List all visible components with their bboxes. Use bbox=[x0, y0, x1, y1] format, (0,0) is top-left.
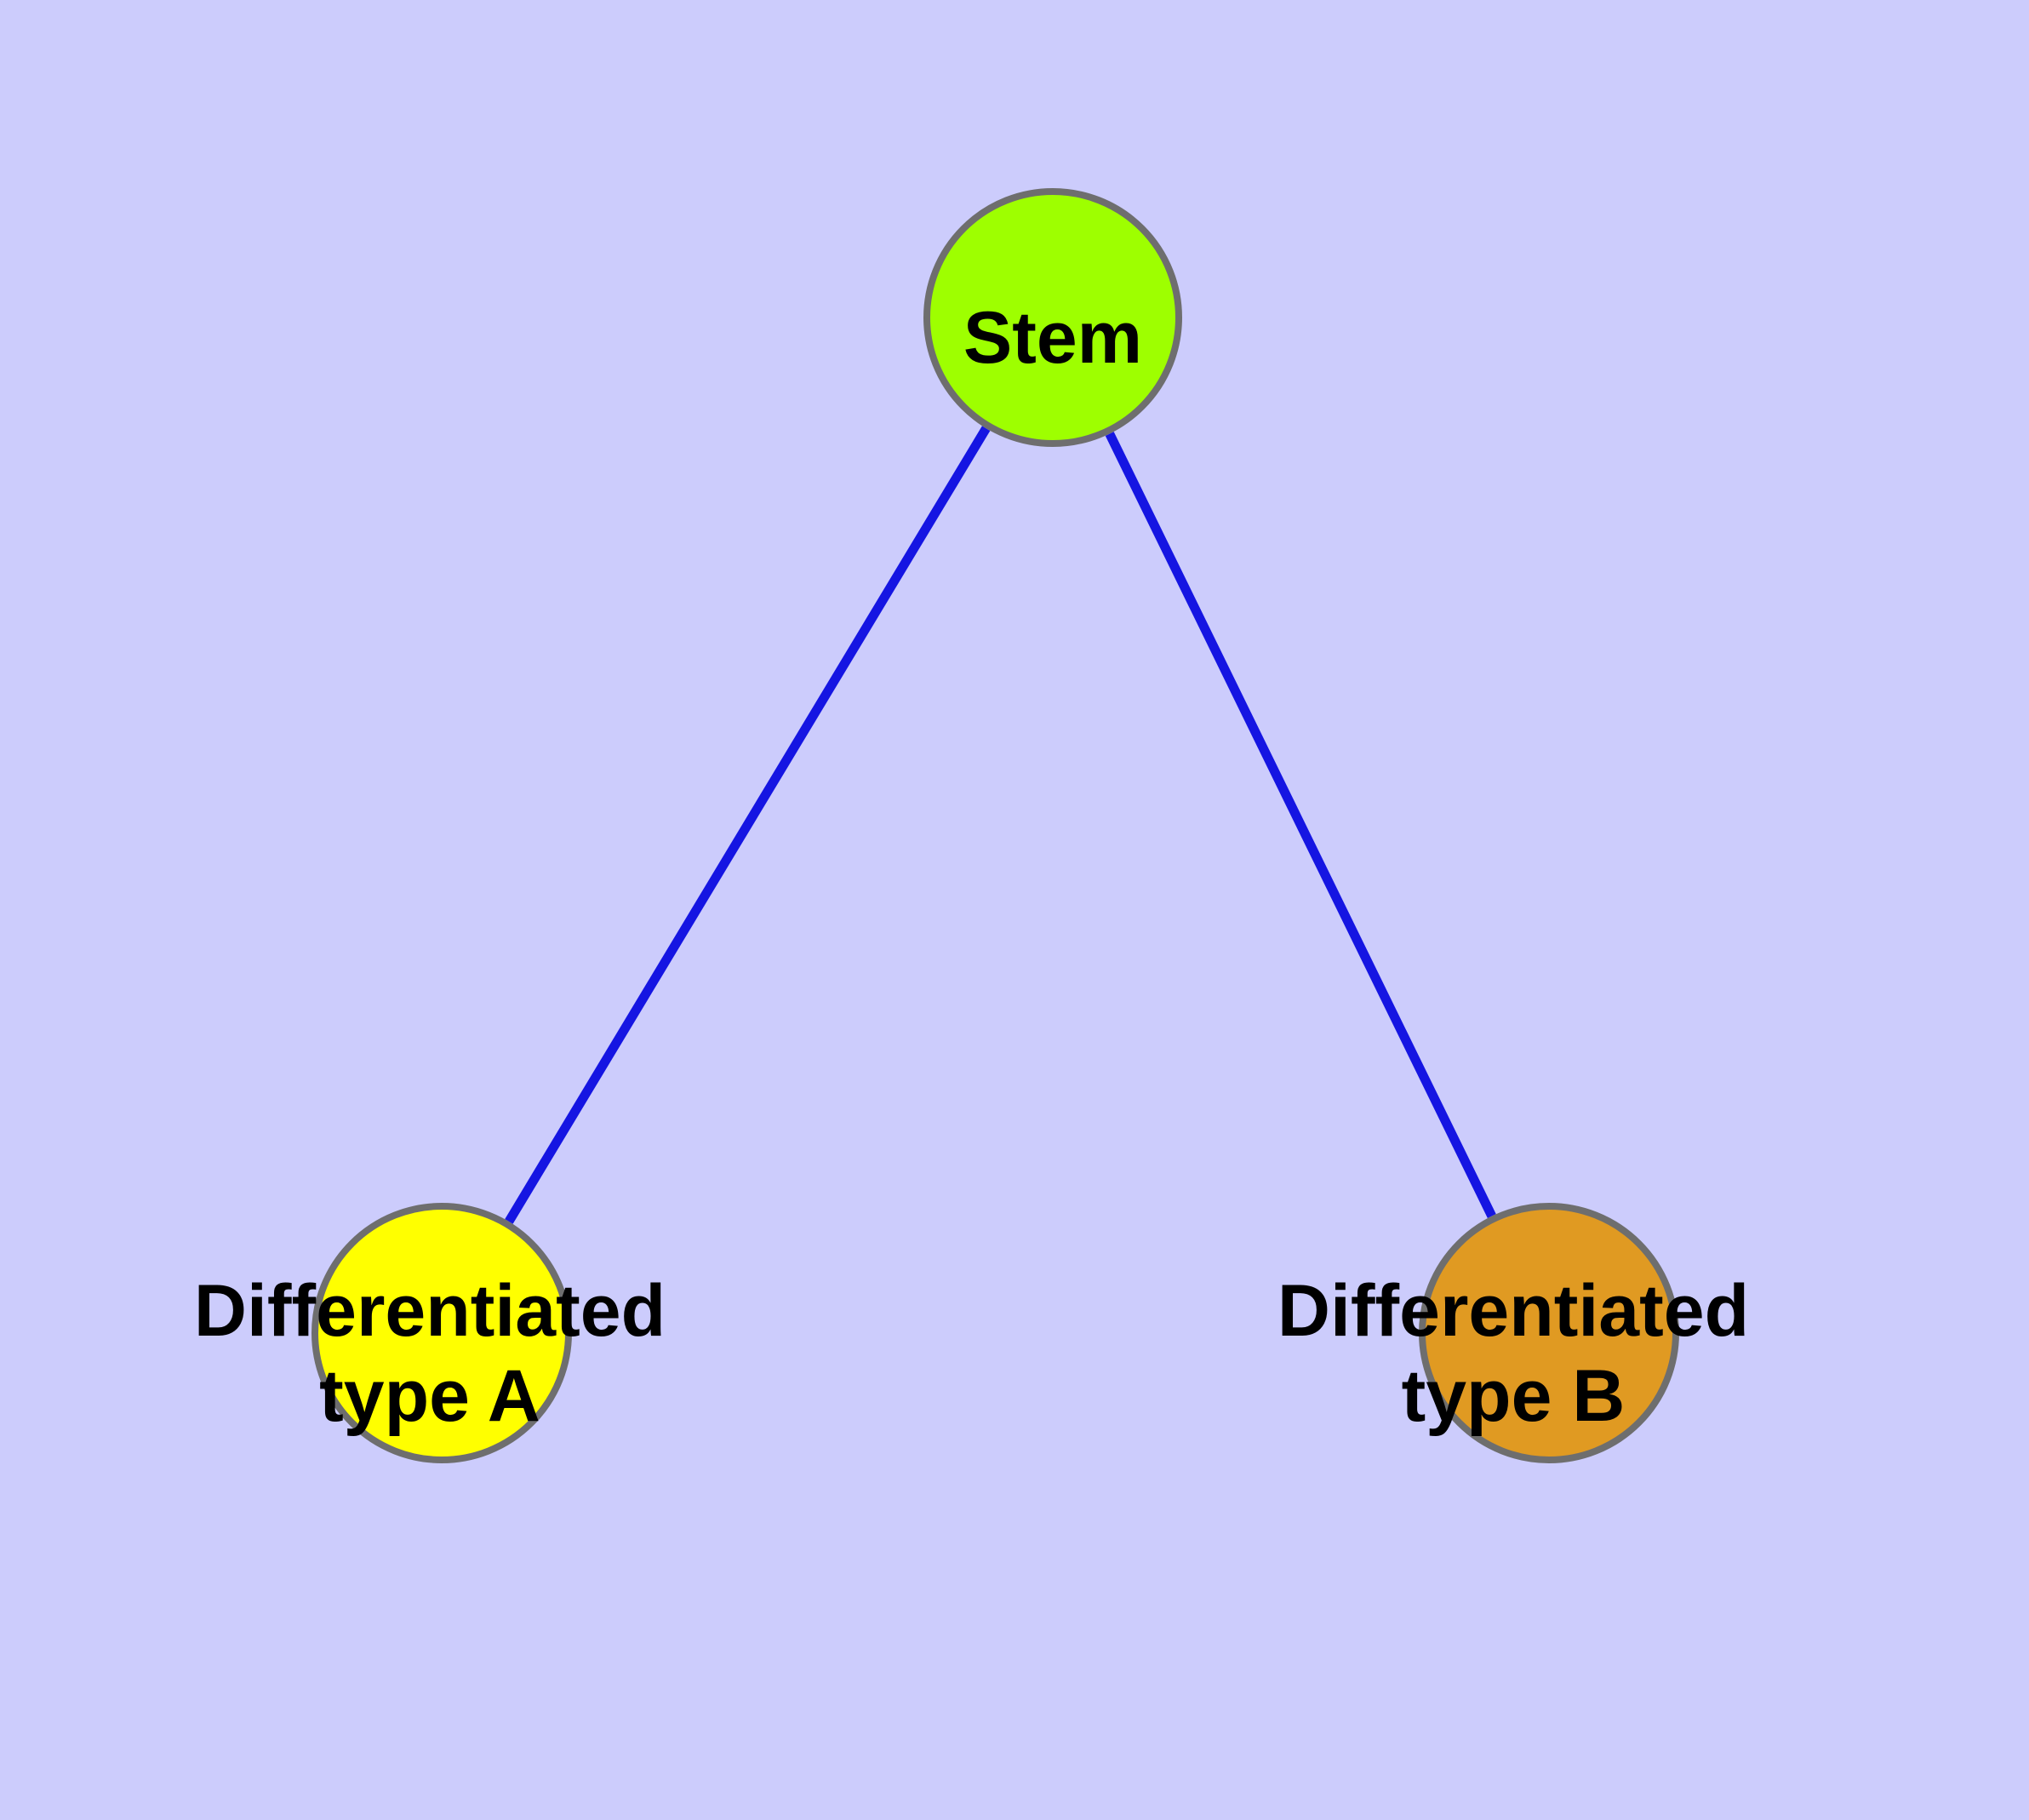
node-label-line: Differentiated bbox=[194, 1270, 666, 1352]
node-circle-diff-b[interactable] bbox=[1419, 1203, 1679, 1463]
node-label-line: type A bbox=[319, 1355, 540, 1437]
edge-stem-to-diff-b bbox=[1105, 432, 1496, 1218]
node-label-line: Differentiated bbox=[1277, 1270, 1749, 1352]
node-label-line: Stem bbox=[963, 297, 1142, 379]
edge-stem-to-diff-a bbox=[505, 426, 991, 1224]
edges-layer bbox=[505, 426, 1496, 1224]
node-stem[interactable]: Stem bbox=[923, 188, 1182, 447]
node-label-stem: Stem bbox=[963, 297, 1142, 379]
node-label-line: type B bbox=[1402, 1355, 1626, 1437]
node-circle-stem[interactable] bbox=[923, 188, 1182, 447]
node-circle-diff-a[interactable] bbox=[311, 1203, 572, 1463]
